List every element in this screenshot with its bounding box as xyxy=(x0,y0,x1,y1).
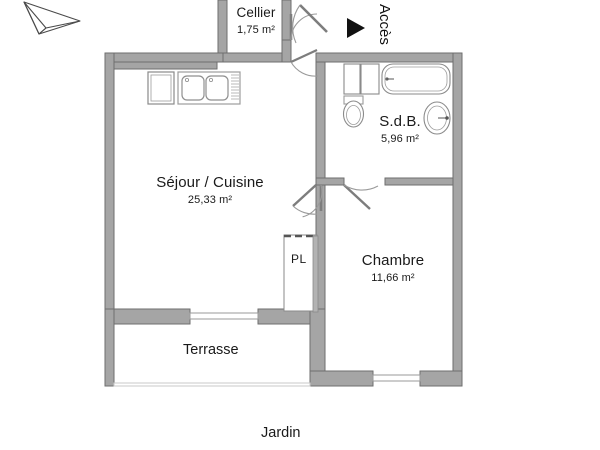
room-label-cellier: Cellier 1,75 m² xyxy=(226,4,286,37)
drainboard-grooves xyxy=(231,74,239,100)
room-area-cellier: 1,75 m² xyxy=(237,24,275,36)
door-sdb-hall xyxy=(292,184,318,215)
opening-terrace-floor xyxy=(113,382,311,387)
wall-cellier-bottom xyxy=(217,52,292,63)
room-label-sejour: Séjour / Cuisine 25,33 m² xyxy=(130,174,290,207)
label-acces: Accès xyxy=(376,4,393,45)
room-name-chambre: Chambre xyxy=(361,252,425,269)
wall-terrace-left xyxy=(104,308,115,387)
wall-entry-vertical xyxy=(281,39,292,63)
room-name-cellier: Cellier xyxy=(236,5,276,20)
label-jardin: Jardin xyxy=(261,425,301,441)
wall-sejour-top xyxy=(104,52,224,63)
sink-basin-right xyxy=(205,75,229,101)
opening-terrace-baie xyxy=(189,312,259,320)
room-label-sdb: S.d.B. 5,96 m² xyxy=(355,113,445,146)
wall-exterior-right xyxy=(452,52,463,387)
wall-sdb-bottom-right xyxy=(384,177,454,186)
door-sdb xyxy=(343,184,379,210)
door-entry xyxy=(292,4,328,44)
room-area-chambre: 11,66 m² xyxy=(371,272,415,284)
closet-label-pl: PL xyxy=(291,252,307,266)
north-arrow-icon xyxy=(23,1,81,35)
wall-pl-right xyxy=(312,235,319,313)
wall-sejour-left xyxy=(104,52,115,316)
sdb-cupboard-2 xyxy=(360,63,380,95)
room-label-chambre: Chambre 11,66 m² xyxy=(338,252,448,285)
room-name-sdb: S.d.B. xyxy=(379,113,421,130)
doors-group xyxy=(289,4,379,218)
access-arrow-icon xyxy=(347,18,365,38)
openings-group xyxy=(113,312,421,387)
room-name-sejour: Séjour / Cuisine xyxy=(156,174,264,191)
sdb-cupboard-1 xyxy=(343,63,361,95)
wall-sejour-bottom-left xyxy=(104,308,191,325)
door-cellier xyxy=(289,13,318,41)
door-sejour-chambre xyxy=(302,184,323,218)
room-area-sejour: 25,33 m² xyxy=(187,194,233,206)
bathroom-fixtures xyxy=(342,63,451,135)
wall-chambre-bottom-left xyxy=(309,370,374,387)
label-terrasse: Terrasse xyxy=(183,342,239,358)
wall-kitchen-top xyxy=(113,61,218,70)
wall-chambre-bottom-right xyxy=(419,370,463,387)
room-area-sdb: 5,96 m² xyxy=(381,133,419,145)
opening-chambre-baie xyxy=(372,374,421,382)
wall-sdb-bottom-left xyxy=(315,177,345,186)
wall-sejour-right-upper xyxy=(315,52,326,186)
door-hall-sejour xyxy=(290,49,319,77)
sink-basin-left xyxy=(181,75,205,101)
kitchen-fixtures xyxy=(147,71,241,105)
closet-pl xyxy=(283,234,319,313)
wall-sdb-top xyxy=(315,52,463,63)
